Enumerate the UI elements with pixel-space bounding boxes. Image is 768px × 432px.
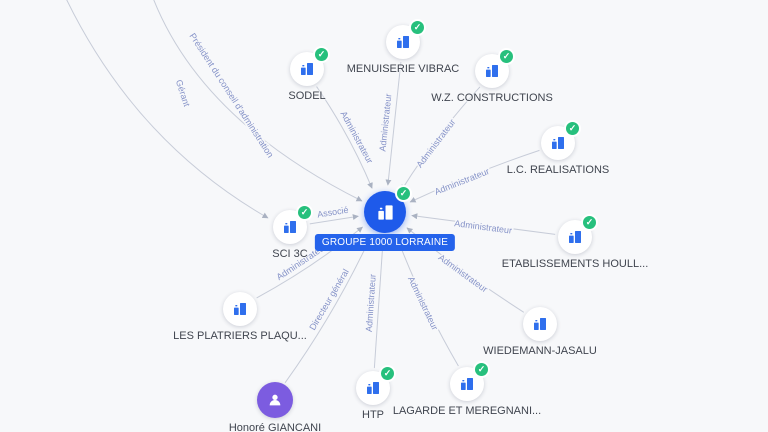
company-icon-circle[interactable]: ✓ <box>558 216 596 254</box>
edge <box>400 86 481 191</box>
company-icon-circle[interactable] <box>223 292 257 326</box>
verified-check-icon: ✓ <box>397 187 410 200</box>
node-label: LAGARDE ET MEREGNANI... <box>392 405 542 417</box>
edge <box>409 149 540 203</box>
edge <box>316 86 373 189</box>
building-icon <box>552 137 564 149</box>
verified-check-icon: ✓ <box>411 21 424 34</box>
building-icon <box>461 378 473 390</box>
node-label: SCI 3C <box>272 248 308 260</box>
verified-check-icon: ✓ <box>315 48 328 61</box>
node-label: ETABLISSEMENTS HOULL... <box>501 258 649 270</box>
building-icon <box>284 221 296 233</box>
company-icon-circle[interactable]: ✓ <box>356 367 394 405</box>
edge <box>385 61 402 186</box>
main-node-label[interactable]: GROUPE 1000 LORRAINE <box>314 234 456 251</box>
building-icon <box>486 65 498 77</box>
edge <box>284 234 372 384</box>
building-icon <box>301 63 313 75</box>
node-label: SODEL <box>288 90 326 102</box>
verified-check-icon: ✓ <box>475 363 488 376</box>
verified-check-icon: ✓ <box>583 216 596 229</box>
node-label: LES PLATRIERS PLAQU... <box>173 330 307 342</box>
edge-president-conseil <box>153 0 363 202</box>
node-label: WIEDEMANN-JASALU <box>483 345 597 357</box>
verified-check-icon: ✓ <box>381 367 394 380</box>
company-icon-circle[interactable]: ✓ <box>386 21 424 59</box>
person-icon <box>269 394 281 406</box>
verified-check-icon: ✓ <box>566 122 579 135</box>
edge <box>309 214 359 225</box>
main-company-icon-circle[interactable]: ✓ <box>364 187 410 233</box>
building-icon <box>569 231 581 243</box>
node-label: Honoré GIANCANI <box>228 422 322 432</box>
node-label: W.Z. CONSTRUCTIONS <box>431 92 553 104</box>
building-icon <box>397 36 409 48</box>
node-label: HTP <box>362 409 384 421</box>
person-avatar[interactable] <box>257 382 293 418</box>
company-icon-circle[interactable]: ✓ <box>541 122 579 160</box>
company-icon-circle[interactable]: ✓ <box>273 206 311 244</box>
company-icon-circle[interactable]: ✓ <box>290 48 328 86</box>
edge <box>395 235 459 367</box>
verified-check-icon: ✓ <box>500 50 513 63</box>
edge-gerant <box>66 0 269 219</box>
edge <box>373 238 386 369</box>
node-label: MENUISERIE VIBRAC <box>346 63 460 75</box>
building-icon <box>534 318 546 330</box>
company-icon-circle[interactable] <box>523 307 557 341</box>
edge <box>411 213 556 235</box>
company-icon-circle[interactable]: ✓ <box>450 363 488 401</box>
company-icon-circle[interactable]: ✓ <box>475 50 513 88</box>
building-icon <box>377 204 393 220</box>
verified-check-icon: ✓ <box>298 206 311 219</box>
building-icon <box>367 382 379 394</box>
node-label: L.C. REALISATIONS <box>506 164 610 176</box>
building-icon <box>234 303 246 315</box>
